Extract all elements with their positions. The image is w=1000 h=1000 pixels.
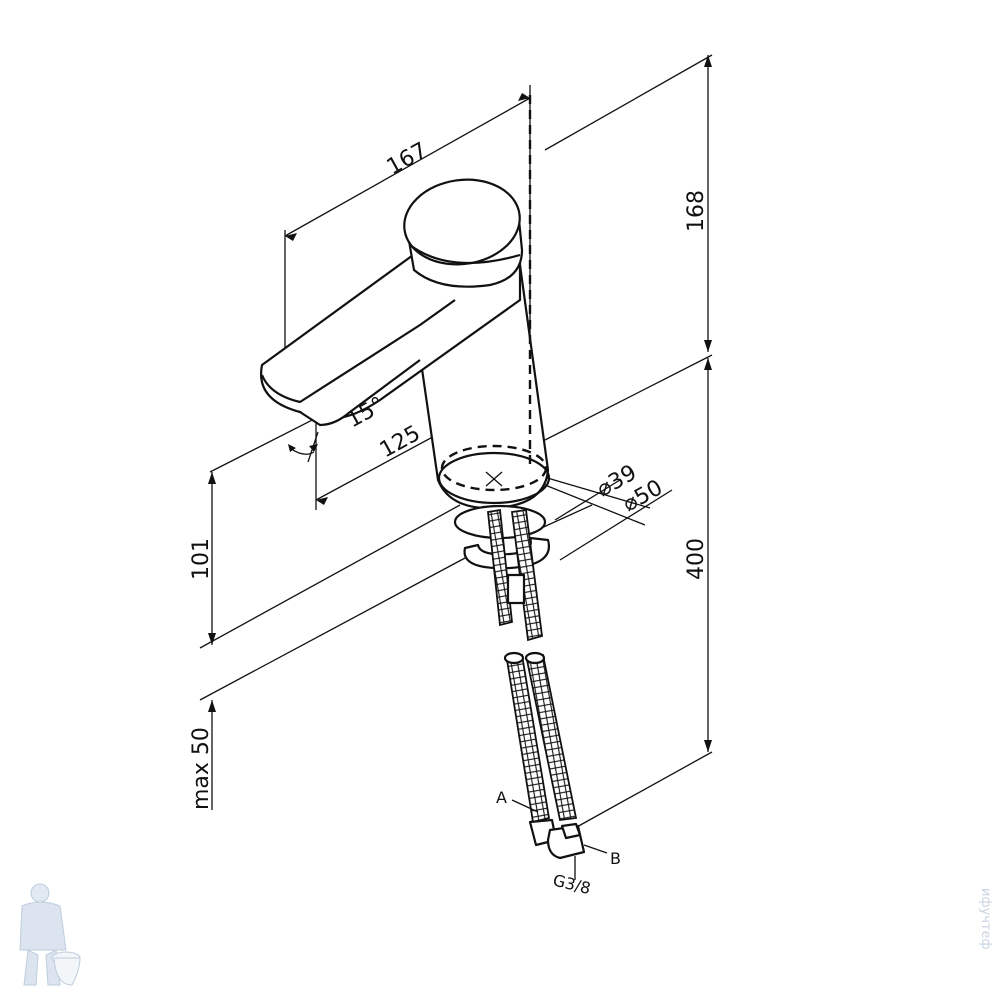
dim-125: 125 xyxy=(376,421,425,463)
label-a: A xyxy=(496,788,507,807)
plumber-mascot-icon xyxy=(19,883,81,986)
label-b: B xyxy=(610,849,621,868)
label-thread: G3/8 xyxy=(551,870,593,898)
dim-167: 167 xyxy=(383,138,432,180)
dim-168: 168 xyxy=(684,190,709,232)
dim-max-50: max 50 xyxy=(189,727,214,810)
watermark-text: ифучтеф xyxy=(978,888,993,950)
dim-400: 400 xyxy=(684,538,709,580)
dim-101: 101 xyxy=(189,538,214,580)
faucet-body xyxy=(259,95,551,570)
supply-hoses xyxy=(487,508,586,860)
